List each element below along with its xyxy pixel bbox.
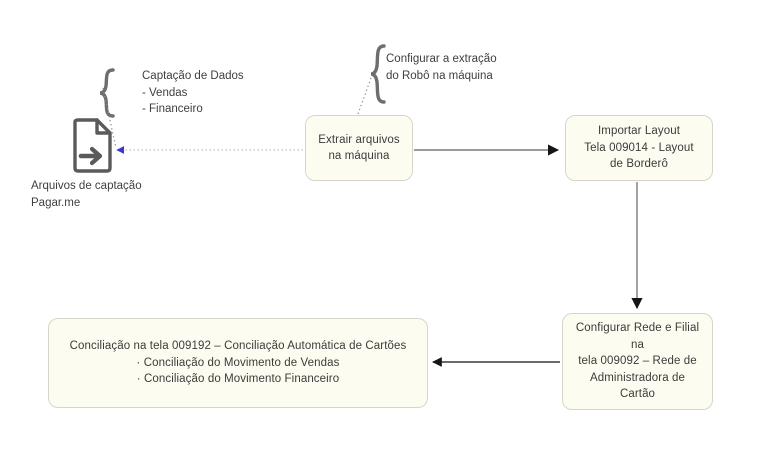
node-configurar-line3: Administradora de Cartão <box>589 371 686 401</box>
node-importar-line1: Importar Layout <box>597 125 681 138</box>
node-configurar-line2: tela 009092 – Rede de <box>578 355 697 368</box>
leader-robo <box>357 77 372 115</box>
document-with-arrow-icon <box>70 118 114 174</box>
node-importar-layout-text: Importar Layout Tela 009014 - Layout de … <box>566 123 712 173</box>
source-icon-label-line2: Pagar.me <box>31 196 81 209</box>
node-extrair-arquivos-text: Extrair arquivos na máquina <box>306 132 412 165</box>
node-conciliacao-bullet-1: · Conciliação do Movimento de Vendas <box>136 356 340 369</box>
annotation-configurar-robo: Configurar a extração do Robô na máquina <box>386 51 497 84</box>
source-icon-label: Arquivos de captação Pagar.me <box>31 178 142 211</box>
annotation-captacao-line2: - Vendas <box>142 86 188 99</box>
node-configurar-line1: Configurar Rede e Filial na <box>575 322 700 351</box>
brace-robo-icon <box>370 44 386 104</box>
node-extrair-arquivos[interactable]: Extrair arquivos na máquina <box>305 115 413 181</box>
node-conciliacao-title: Conciliação na tela 009192 – Conciliação… <box>69 340 407 353</box>
source-icon-label-line1: Arquivos de captação <box>31 180 142 192</box>
node-conciliacao-automatica-text: Conciliação na tela 009192 – Conciliação… <box>49 338 427 388</box>
node-conciliacao-automatica[interactable]: Conciliação na tela 009192 – Conciliação… <box>48 318 428 408</box>
node-conciliacao-bullet-2: · Conciliação do Movimento Financeiro <box>136 373 340 386</box>
node-extrair-line1: Extrair arquivos <box>318 133 400 146</box>
annotation-robo-line1: Configurar a extração <box>386 53 497 65</box>
node-importar-line3: de Borderô <box>610 158 668 171</box>
node-importar-line2: Tela 009014 - Layout <box>584 141 694 154</box>
brace-captacao-icon <box>99 68 115 118</box>
annotation-captacao-de-dados: Captação de Dados - Vendas - Financeiro <box>142 68 244 118</box>
node-configurar-rede-filial[interactable]: Configurar Rede e Filial na tela 009092 … <box>562 313 713 410</box>
annotation-robo-line2: do Robô na máquina <box>386 69 493 82</box>
node-extrair-line2: na máquina <box>328 150 390 162</box>
annotation-captacao-line3: - Financeiro <box>142 103 203 115</box>
node-configurar-rede-filial-text: Configurar Rede e Filial na tela 009092 … <box>563 320 712 403</box>
annotation-captacao-line1: Captação de Dados <box>142 70 244 82</box>
node-importar-layout[interactable]: Importar Layout Tela 009014 - Layout de … <box>565 115 713 181</box>
